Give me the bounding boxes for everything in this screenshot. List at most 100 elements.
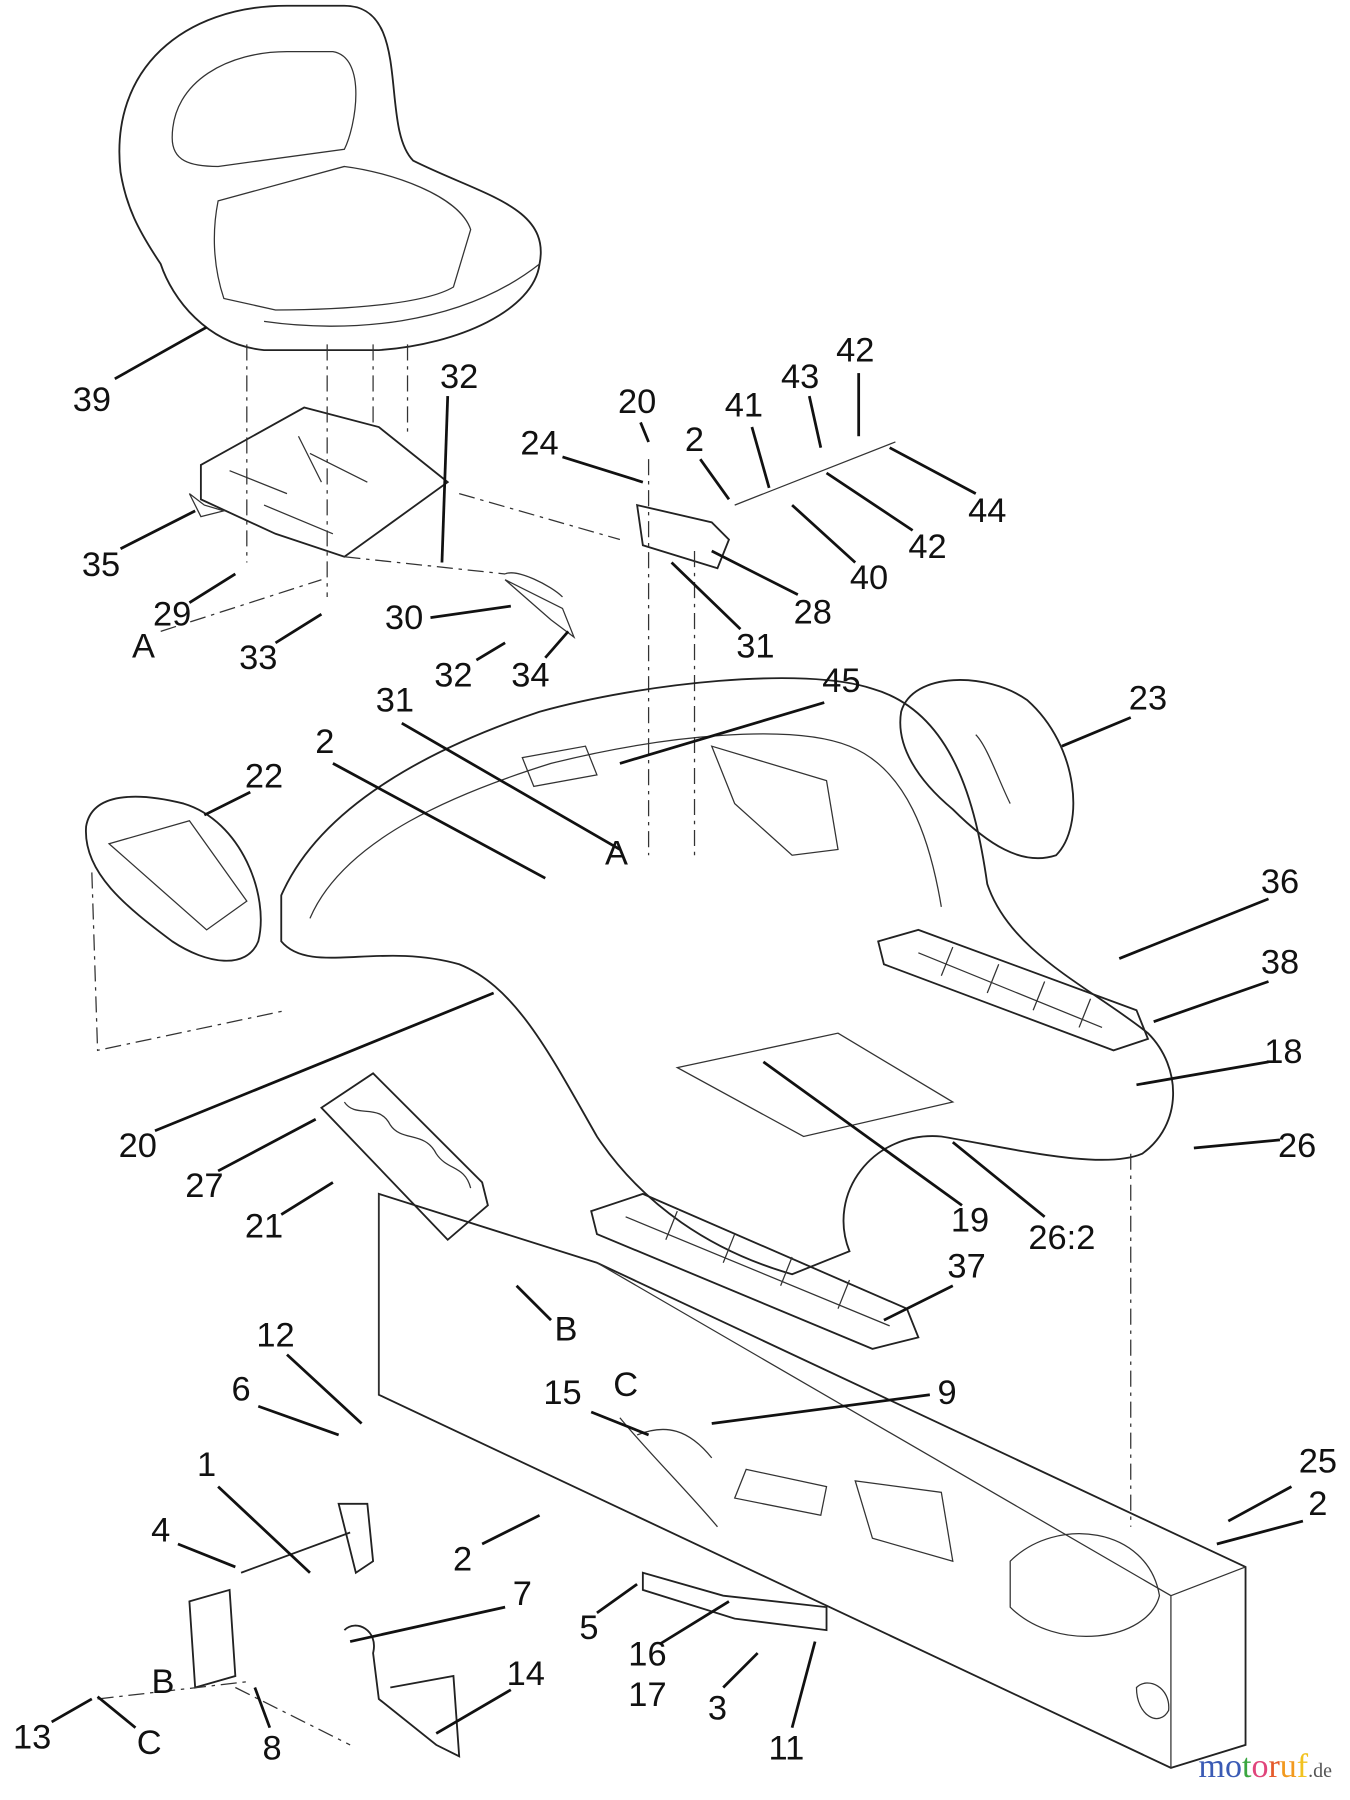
callout-label: 42	[836, 332, 874, 370]
callout-label: 21	[245, 1207, 283, 1245]
leader-line	[203, 790, 251, 817]
leader-line	[825, 471, 914, 532]
watermark-letter: o	[1251, 1748, 1269, 1785]
leader-line	[96, 1695, 137, 1729]
leader-line	[1118, 897, 1270, 960]
callout-label: 12	[256, 1316, 294, 1354]
callout-label: 4	[151, 1512, 170, 1550]
callout-label: 3	[708, 1690, 727, 1728]
callout-label: 38	[1261, 943, 1299, 981]
leader-line	[280, 1181, 334, 1216]
watermark-letter: u	[1279, 1748, 1297, 1785]
callout-label: 43	[781, 358, 819, 396]
leader-line	[50, 1697, 93, 1724]
callout-label: B	[554, 1311, 577, 1349]
watermark-suffix: .de	[1308, 1760, 1332, 1782]
leader-lines	[50, 325, 1304, 1735]
leader-line	[332, 762, 546, 880]
callout-label: 26:2	[1028, 1219, 1095, 1257]
leader-line	[790, 1641, 817, 1729]
callout-label: A	[132, 628, 155, 666]
callout-label: 13	[13, 1718, 51, 1756]
leader-line	[670, 561, 742, 631]
callout-label: B	[152, 1663, 175, 1701]
callout-label: 33	[239, 639, 277, 677]
callout-label: 40	[850, 559, 888, 597]
callout-label: 22	[245, 757, 283, 795]
callout-label: 9	[937, 1374, 956, 1412]
leader-line	[253, 1687, 272, 1729]
leader-line	[160, 579, 322, 632]
callout-label: 44	[968, 492, 1006, 530]
callout-label: 23	[1129, 679, 1167, 717]
callout-label: 35	[82, 546, 120, 584]
callout-label: 32	[434, 656, 472, 694]
seat-plate	[188, 344, 450, 597]
callout-label: 25	[1299, 1443, 1337, 1481]
leader-line	[1193, 1138, 1281, 1150]
callout-label: 14	[507, 1655, 545, 1693]
callout-label: 30	[385, 599, 423, 637]
leader-line	[440, 395, 450, 563]
callout-label: 1	[197, 1446, 216, 1484]
leader-line	[1216, 1519, 1304, 1546]
leader-line	[590, 1410, 650, 1437]
leader-line	[883, 1284, 954, 1322]
leader-line	[659, 1600, 730, 1646]
leader-line	[1136, 1060, 1269, 1087]
callout-label: 29	[153, 596, 191, 634]
leader-line	[119, 509, 196, 550]
callout-label: 6	[231, 1370, 250, 1408]
leader-line	[750, 426, 771, 489]
callout-label: 26	[1278, 1127, 1316, 1165]
leader-line	[114, 325, 208, 381]
left-footrest	[590, 1192, 920, 1350]
seat-bracket	[344, 441, 896, 856]
callout-label: 34	[511, 656, 549, 694]
leader-line	[257, 1404, 340, 1437]
leader-line	[791, 504, 857, 564]
callout-label: 2	[315, 723, 334, 761]
leader-line	[286, 1353, 363, 1425]
watermark-letter: o	[1225, 1748, 1242, 1785]
pedal-assembly	[97, 1417, 828, 1758]
callout-label: 42	[908, 528, 946, 566]
callout-label: 27	[185, 1167, 223, 1205]
callout-label: 8	[262, 1730, 281, 1768]
callout-label: 11	[768, 1730, 804, 1768]
leader-line	[889, 446, 977, 495]
leader-line	[562, 455, 644, 484]
callout-label: 16	[628, 1636, 666, 1674]
callout-label: 24	[520, 425, 558, 463]
callout-label: 18	[1264, 1033, 1302, 1071]
callout-label: C	[137, 1724, 162, 1762]
callout-label: A	[605, 834, 628, 872]
callout-label: 41	[725, 387, 763, 425]
callout-label: 39	[73, 381, 111, 419]
watermark-logo: motoruf.de	[1199, 1748, 1332, 1786]
callout-label: 28	[794, 593, 832, 631]
leader-line	[217, 1485, 311, 1574]
leader-line	[481, 1514, 541, 1546]
leader-line	[699, 458, 731, 501]
right-console	[899, 679, 1075, 860]
leader-line	[722, 1652, 759, 1689]
callout-label: 45	[822, 662, 860, 700]
watermark-letter: m	[1198, 1748, 1225, 1785]
leader-line	[349, 1605, 506, 1643]
callout-label: 37	[947, 1248, 985, 1286]
leader-line	[1153, 980, 1269, 1023]
leader-line	[639, 421, 650, 443]
shift-plate	[320, 1072, 489, 1242]
right-footrest	[877, 928, 1150, 1052]
callout-label: 5	[579, 1609, 598, 1647]
callout-label: C	[613, 1366, 638, 1404]
callout-label: 36	[1261, 863, 1299, 901]
leader-line	[154, 991, 495, 1133]
leader-line	[435, 1688, 512, 1735]
frame	[377, 1153, 1247, 1769]
callout-label: 20	[119, 1127, 157, 1165]
leader-line	[1227, 1485, 1293, 1523]
leader-line	[711, 549, 799, 596]
leader-line	[596, 1583, 638, 1615]
